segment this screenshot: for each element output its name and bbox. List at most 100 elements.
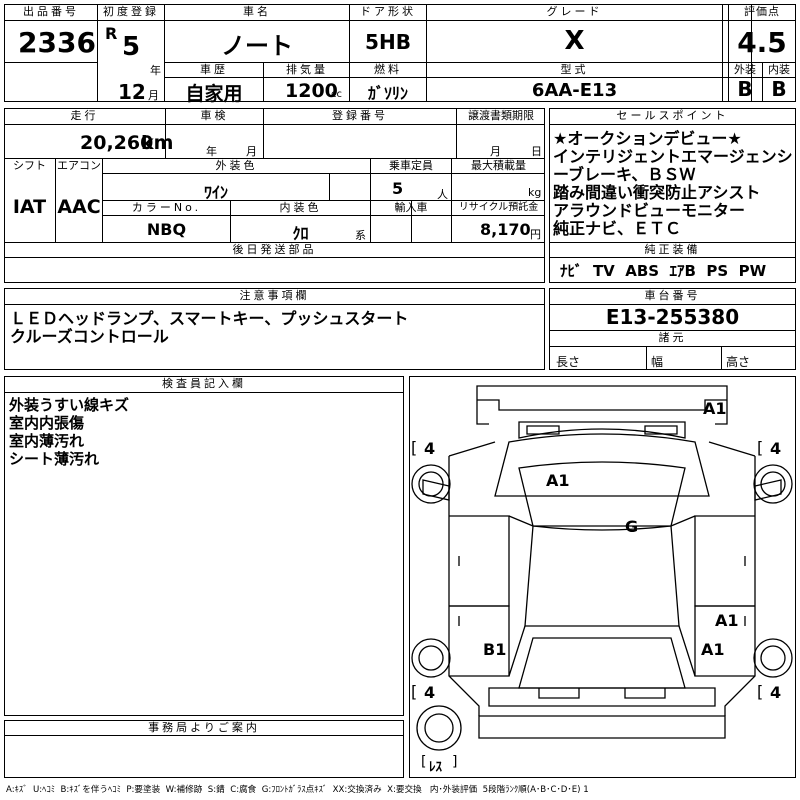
damage-mark-left-rear: B1 [483,640,507,659]
reg-month: 12 [118,80,146,104]
tire-rl-depth: 4 [424,683,436,702]
score-label: 評価点 [744,5,780,18]
damage-mark-hood: A1 [546,471,570,490]
caution-text: ＬＥＤヘッドランプ、スマートキー、プッシュスタート クルーズコントロール [10,309,409,346]
width-label: 幅 [651,355,664,369]
office-label: 事務局よりご案内 [148,721,260,734]
seats-label: 乗車定員 [389,159,433,172]
seats: 5 [392,179,404,198]
damage-mark-glass: G [625,517,639,536]
transfer-month-unit: 月 [490,145,501,158]
damage-mark-right-door: A1 [715,611,739,630]
damage-mark-right-rear: A1 [701,640,725,659]
insp-month-unit: 月 [246,145,257,158]
later-parts-label: 後日発送部品 [232,243,317,256]
fuel-label: 燃料 [374,63,402,76]
lot-number: 2336 [18,26,96,59]
interior-color: ｸﾛ [292,224,309,243]
chassis-number: E13-255380 [605,305,740,329]
color-no-label: カラーNo. [131,201,202,214]
sales-point-line: アラウンドビューモニター [553,201,746,220]
int-grade: B [771,77,787,101]
mileage-unit: km [141,132,174,154]
spare-open-bracket: [ [421,754,427,770]
tire-rl-bracket: [ [411,682,418,701]
vehicle-detail-section [4,108,545,283]
ext-label: 外装 [734,63,756,76]
history-label: 車歴 [200,63,228,76]
tire-fr-bracket: [ [757,438,764,457]
legend: A:ｷｽﾞ U:ﾍｺﾐ B:ｷｽﾞを伴うﾍｺﾐ P:要塗装 W:補修跡 S:錆 … [6,785,589,795]
interior-label: 内装色 [279,201,322,214]
sales-point-line: ★オークションデビュー★ [553,129,742,148]
history: 自家用 [185,83,243,105]
year-unit: 年 [150,64,161,77]
ac-label: エアコン [57,159,101,172]
reg-number-label: 登録番号 [332,109,388,122]
yen-unit: 円 [530,228,541,241]
tire-fr-depth: 4 [770,439,782,458]
chassis-label: 車台番号 [644,289,701,302]
recycle-fee: 8,170 [480,220,531,239]
caution-section [4,288,545,370]
door-label: ドア形状 [360,5,416,18]
month-unit: 月 [148,89,159,102]
recycle-label: リサイクル預託金 [458,202,539,213]
int-label: 内装 [768,63,790,76]
car-name-label: 車名 [243,5,271,18]
load-unit: kg [528,186,542,199]
inspector-notes: 外装うすい線キズ 室内内張傷 室内薄汚れ シート薄汚れ [9,396,130,468]
tire-rr-bracket: [ [757,682,764,701]
model: 6AA-E13 [531,80,618,101]
equipment-label: 純正装備 [644,243,701,256]
tire-fl-depth: 4 [424,439,436,458]
sales-point-line: 踏み間違い衝突防止アシスト [553,183,761,202]
model-label: 型式 [560,63,589,76]
reg-year: 5 [122,32,141,62]
inspector-section [4,376,404,716]
transfer-day-unit: 日 [531,145,542,158]
grade: X [564,26,585,56]
color-no: NBQ [146,220,187,239]
office-section [4,720,404,778]
length-label: 長さ [556,355,581,369]
car-diagram [411,385,793,751]
spare-close-bracket: ] [452,754,458,770]
inspector-label: 検査員記入欄 [162,377,246,390]
interior-unit: 系 [355,229,366,242]
damage-mark-front: A1 [703,399,727,418]
displacement: 1200 [285,80,338,102]
tire-fl-bracket: [ [411,438,418,457]
sales-point-line: ーブレーキ、ＢＳＷ [553,165,696,184]
shift: IAT [12,196,47,218]
damage-diagram-section [409,376,796,778]
ac: AAC [57,196,101,218]
color-label: 外装色 [215,159,258,172]
era: R [105,24,118,43]
ext-grade: B [737,77,753,101]
shift-label: シフト [13,159,46,172]
transfer-label: 譲渡書類期限 [468,109,534,122]
load-label: 最大積載量 [471,159,526,172]
sales-point-label: セールスポイント [616,109,729,122]
sales-point-line: インテリジェントエマージェンシ [553,147,793,166]
sales-point-section [549,108,796,283]
chassis-section [549,288,796,370]
color: ﾜｲﾝ [203,183,228,202]
spare-tire-label: ﾚｽ [429,760,442,775]
seats-unit: 人 [437,188,448,201]
caution-label: 注意事項欄 [239,289,310,302]
door-type: 5HB [365,30,411,54]
top-section [4,4,752,102]
displacement-label: 排気量 [286,63,328,76]
import-label: 輸入車 [394,201,428,214]
height-label: 高さ [726,355,751,369]
first-reg-label: 初度登録 [103,5,159,18]
fuel: ｶﾞｿﾘﾝ [367,84,408,103]
equipment: ﾅﾋﾞ TV ABS ｴｱB PS PW [560,262,767,280]
inspection-label: 車検 [200,109,229,122]
cc-unit: cc [331,89,342,100]
car-name: ノート [221,32,293,60]
sales-point-line: 純正ナビ、ＥＴＣ [553,219,682,238]
insp-year-unit: 年 [206,145,217,158]
